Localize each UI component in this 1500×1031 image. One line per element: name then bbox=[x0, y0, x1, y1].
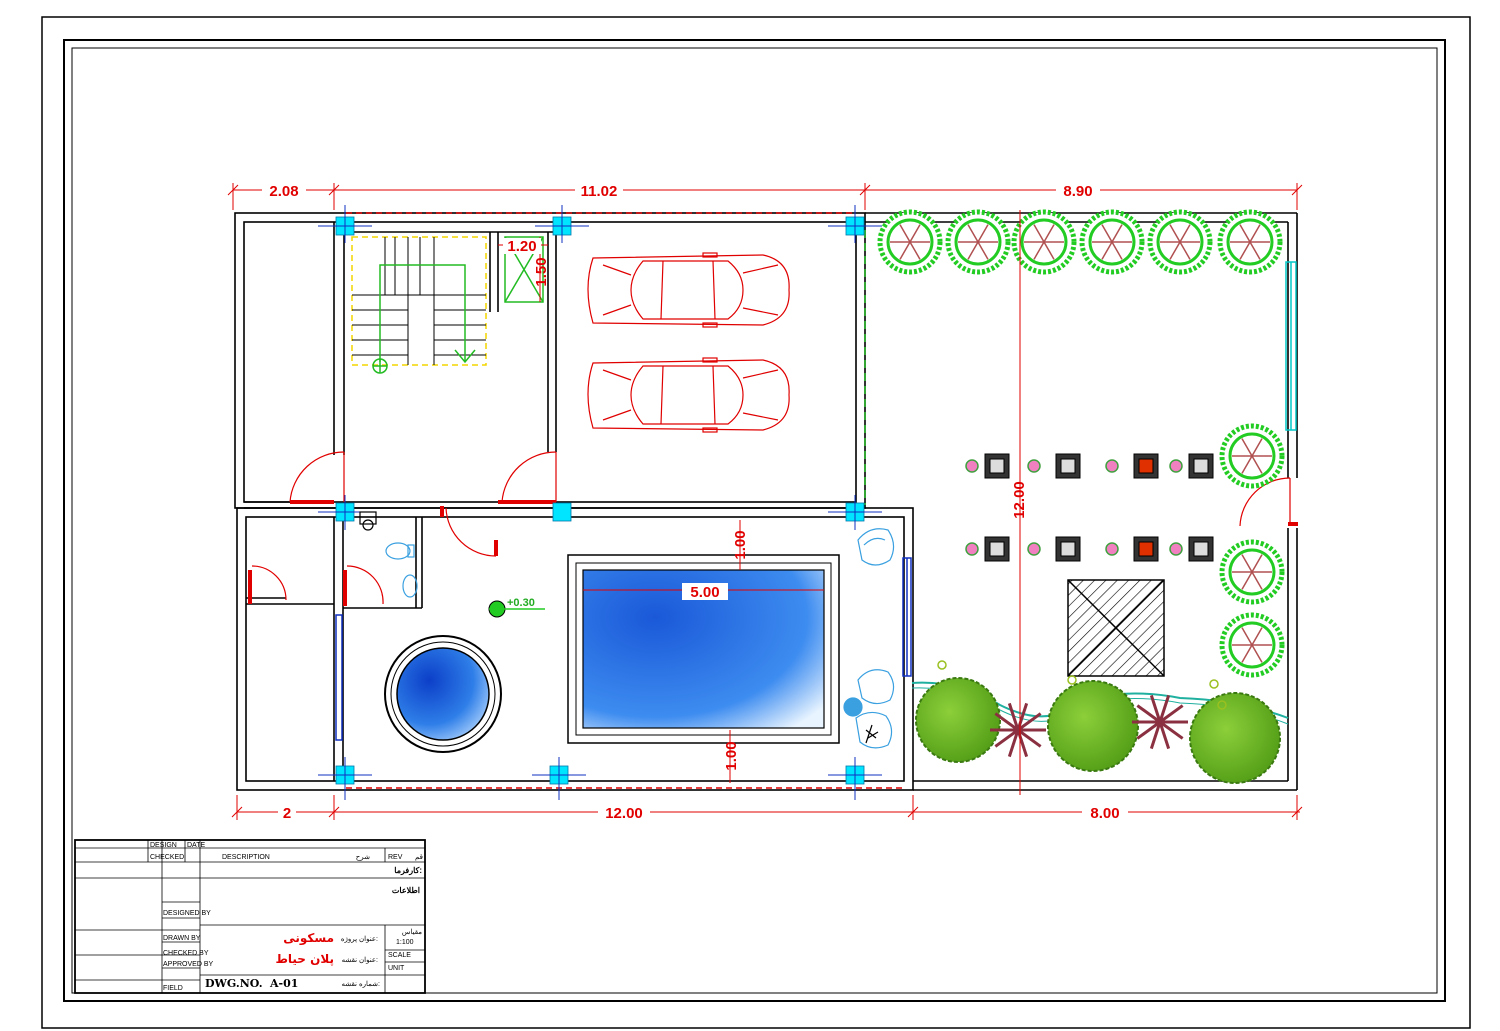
planter-box bbox=[984, 536, 1010, 562]
column-grid-ticks bbox=[318, 205, 882, 800]
dim-pool-top: 1.00 bbox=[732, 530, 749, 559]
bush-symbol bbox=[915, 677, 1001, 763]
dim-top-right: 8.90 bbox=[1063, 183, 1092, 200]
tb-rev: REV bbox=[388, 854, 403, 861]
tb-drawing-label-fa: عنوان نقشه: bbox=[342, 956, 378, 964]
lounge-chairs bbox=[843, 528, 895, 749]
tb-rev-fa: قم bbox=[415, 854, 423, 861]
tb-designed-by: DESIGNED BY bbox=[163, 910, 211, 917]
dim-stair-height: 1.50 bbox=[533, 257, 550, 286]
flower-symbol bbox=[965, 459, 979, 473]
dim-top-mid: 11.02 bbox=[581, 183, 618, 200]
yard-trees bbox=[877, 209, 1285, 678]
flower-symbol bbox=[1105, 459, 1119, 473]
tb-design: DESIGN bbox=[150, 842, 177, 849]
tb-dwg-no-label: DWG.NO. bbox=[205, 977, 263, 990]
tb-drawing-title-fa: پلان حیاط bbox=[275, 952, 334, 966]
tree-symbol bbox=[1219, 423, 1285, 489]
flower-symbol bbox=[1027, 542, 1041, 556]
dim-top-left: 2.08 bbox=[269, 183, 298, 200]
flower-symbol bbox=[1169, 542, 1183, 556]
tree-symbol bbox=[945, 209, 1011, 275]
level-marker: +0.30 bbox=[488, 597, 545, 618]
dimension-labels: 2.08 11.02 8.90 2 12.00 8.00 1.20 1.50 1… bbox=[262, 182, 1128, 822]
dim-bottom-right: 8.00 bbox=[1090, 805, 1119, 822]
flower-symbol bbox=[1027, 459, 1041, 473]
tb-scale-fa: مقیاس bbox=[402, 928, 422, 936]
yard-depth-dimension: 12.00 bbox=[1011, 210, 1028, 795]
palm-symbol bbox=[990, 702, 1046, 758]
planter-box bbox=[1133, 453, 1159, 479]
tb-description: DESCRIPTION bbox=[222, 854, 270, 861]
flower-symbol bbox=[965, 542, 979, 556]
tb-project-title-fa: مسکونی bbox=[283, 931, 334, 946]
tb-checked-by: CHECKED BY bbox=[163, 950, 209, 957]
tree-symbol bbox=[1147, 209, 1213, 275]
tb-info-fa: اطلاعات bbox=[392, 886, 420, 895]
bathroom-fixtures bbox=[359, 511, 418, 598]
tb-dwg-no-fa: شماره نقشه: bbox=[342, 980, 381, 988]
tb-date: DATE bbox=[187, 842, 205, 849]
dim-pool-bottom: 1.00 bbox=[723, 741, 740, 770]
tb-project-label-fa: عنوان پروژه: bbox=[341, 935, 378, 943]
shrub-dot bbox=[1209, 679, 1219, 689]
shrub-dot bbox=[937, 660, 947, 670]
tb-unit: UNIT bbox=[388, 965, 405, 972]
garden-bushes bbox=[911, 660, 1289, 784]
planter-boxes bbox=[965, 453, 1214, 562]
tb-dwg-no-value: A-01 bbox=[269, 977, 298, 990]
red-door-walls bbox=[248, 500, 1298, 606]
flower-symbol bbox=[1169, 459, 1183, 473]
flower-symbol bbox=[1105, 542, 1119, 556]
tb-field: FIELD bbox=[163, 985, 183, 992]
dim-pool-length: 5.00 bbox=[690, 584, 719, 601]
tree-symbol bbox=[1217, 209, 1283, 275]
tb-scale-value: 1:100 bbox=[396, 939, 414, 946]
bush-symbol bbox=[1189, 692, 1281, 784]
tb-approved-by: APPROVED BY bbox=[163, 961, 214, 968]
tree-symbol bbox=[1219, 612, 1285, 678]
parked-cars bbox=[587, 252, 790, 433]
dim-bottom-mid: 12.00 bbox=[605, 805, 643, 822]
yard-depth-label: 12.00 bbox=[1011, 481, 1028, 519]
shrub-dot bbox=[1217, 700, 1227, 710]
palm-symbol bbox=[1132, 694, 1188, 750]
title-block-text: DESIGN DATE CHECKED DESCRIPTION شرح REV … bbox=[150, 842, 423, 992]
shrub-dot bbox=[1067, 675, 1077, 685]
tree-symbol bbox=[877, 209, 943, 275]
staircase bbox=[351, 236, 544, 374]
tree-symbol bbox=[1011, 209, 1077, 275]
tree-symbol bbox=[1079, 209, 1145, 275]
tb-client-fa: کارفرما: bbox=[394, 866, 422, 876]
tb-checked: CHECKED bbox=[150, 854, 184, 861]
planter-box bbox=[1133, 536, 1159, 562]
title-block bbox=[74, 839, 426, 994]
level-mark: +0.30 bbox=[507, 597, 535, 609]
bush-symbol bbox=[1047, 680, 1139, 772]
dim-bottom-left: 2 bbox=[283, 805, 291, 822]
planter-box bbox=[984, 453, 1010, 479]
tb-drawn-by: DRAWN BY bbox=[163, 935, 201, 942]
planter-box bbox=[1188, 536, 1214, 562]
dim-stair-width: 1.20 bbox=[507, 238, 536, 255]
hatched-pad bbox=[1067, 579, 1165, 677]
tb-description-fa: شرح bbox=[356, 854, 370, 861]
tb-scale-label: SCALE bbox=[388, 952, 411, 959]
planter-box bbox=[1055, 453, 1081, 479]
windows bbox=[335, 261, 1297, 741]
sheet-border bbox=[41, 16, 1471, 1029]
tree-symbol bbox=[1219, 539, 1285, 605]
jacuzzi bbox=[384, 635, 502, 753]
planter-box bbox=[1188, 453, 1214, 479]
boundary-dashed bbox=[346, 212, 905, 789]
planter-box bbox=[1055, 536, 1081, 562]
door-swings bbox=[251, 451, 1291, 605]
